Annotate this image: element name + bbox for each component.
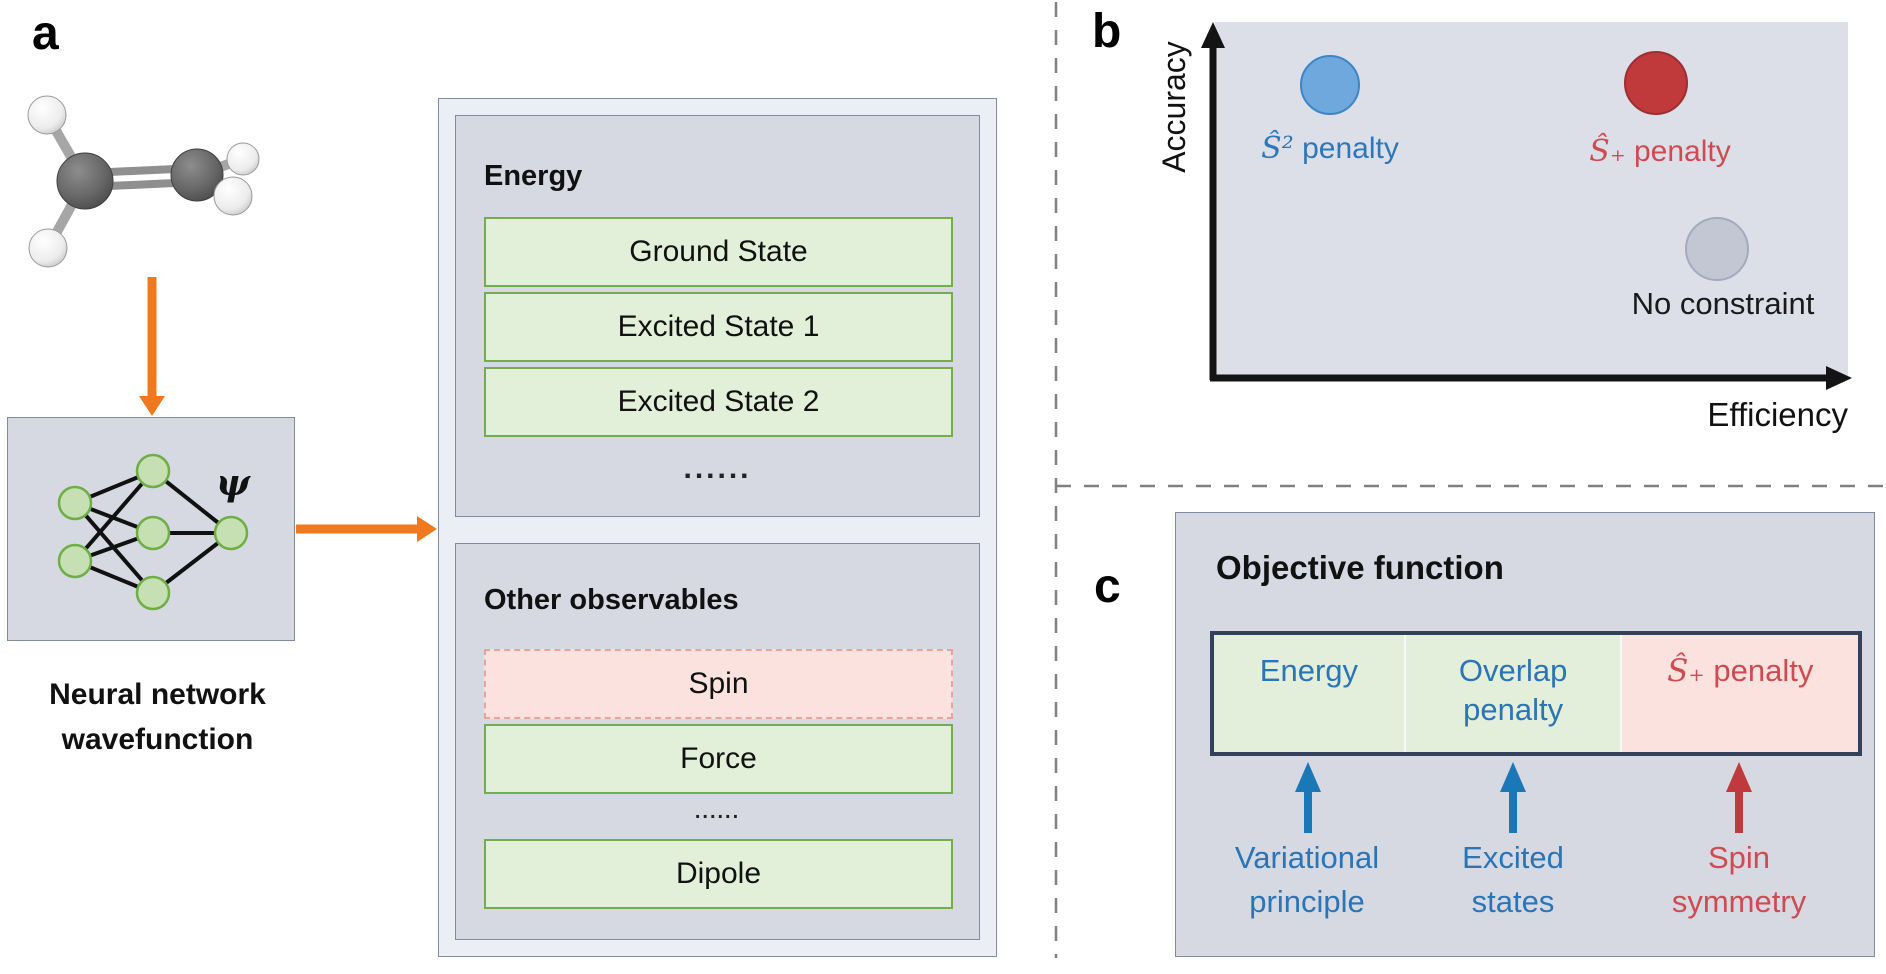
objective-function-panel: Objective function Energy Overlap penalt… xyxy=(1175,512,1875,957)
y-axis-label: Accuracy xyxy=(1156,41,1192,173)
neural-network-box xyxy=(7,417,295,641)
observables-panel-title: Other observables xyxy=(484,584,739,616)
energy-panel-title: Energy xyxy=(484,160,583,192)
hydrogen-atom xyxy=(213,176,253,216)
energy-row-excited-state-2: Excited State 2 xyxy=(484,367,953,437)
hydrogen-atom xyxy=(28,228,68,268)
panel-b-label: b xyxy=(1092,5,1122,58)
molecule-to-network-arrow xyxy=(139,277,165,416)
molecule-illustration xyxy=(27,95,260,268)
psi-symbol: ψ xyxy=(216,462,250,504)
observables-panel: Other observables Spin Force ...... Dipo… xyxy=(455,543,980,940)
network-to-outputs-arrow xyxy=(296,516,437,542)
hydrogen-atom xyxy=(226,142,260,176)
carbon-atom xyxy=(56,152,114,210)
hydrogen-atom xyxy=(27,95,67,135)
panel-c-label: c xyxy=(1094,560,1121,613)
point-label-splus-penalty: Ŝ₊ penalty xyxy=(1589,134,1731,169)
annotation-excited-states: Excited states xyxy=(1462,840,1564,919)
observable-row-force: Force xyxy=(484,724,953,794)
observable-row-dipole: Dipole xyxy=(484,839,953,909)
s2-symbol: Ŝ² xyxy=(1261,131,1294,166)
annotation-variational-principle: Variational principle xyxy=(1234,840,1380,919)
outputs-outer-box: Energy Ground State Excited State 1 Exci… xyxy=(438,98,997,957)
segment-overlap-penalty: Overlap penalty xyxy=(1403,635,1621,752)
observable-row-spin: Spin xyxy=(484,649,953,719)
objective-function-title: Objective function xyxy=(1216,549,1504,586)
objective-function-bar: Energy Overlap penalty Ŝ₊ penalty xyxy=(1210,631,1862,756)
nn-nodes xyxy=(57,453,249,611)
annotation-spin-symmetry: Spin symmetry xyxy=(1671,840,1807,919)
carbon-atom xyxy=(170,148,224,202)
point-label-no-constraint: No constraint xyxy=(1631,286,1815,321)
splus-symbol: Ŝ₊ xyxy=(1667,653,1705,689)
segment-splus-penalty: Ŝ₊ penalty xyxy=(1620,635,1858,752)
neural-network-caption: Neural network wavefunction xyxy=(49,678,266,756)
x-axis-label: Efficiency xyxy=(1707,396,1848,433)
segment-energy: Energy xyxy=(1214,635,1404,752)
energy-panel: Energy Ground State Excited State 1 Exci… xyxy=(455,115,980,517)
scatter-plot-area xyxy=(1215,22,1848,378)
splus-symbol: Ŝ₊ xyxy=(1589,134,1626,169)
observables-ellipsis: ...... xyxy=(694,801,741,823)
energy-row-excited-state-1: Excited State 1 xyxy=(484,292,953,362)
energy-ellipsis: ...... xyxy=(683,452,752,485)
energy-row-ground-state: Ground State xyxy=(484,217,953,287)
point-label-s2-penalty: Ŝ² penalty xyxy=(1261,131,1399,166)
panel-a-label: a xyxy=(32,7,59,60)
neural-network-graph xyxy=(57,453,249,611)
